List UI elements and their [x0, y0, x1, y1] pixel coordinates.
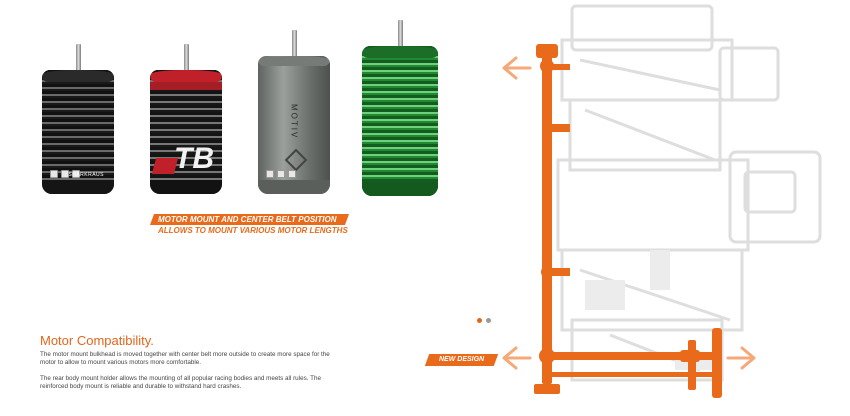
- callout-line-1: MOTOR MOUNT AND CENTER BELT POSITION: [158, 215, 337, 224]
- motor-image-red: TB: [150, 44, 222, 194]
- motor-image-black: SHARKRAUS: [42, 44, 114, 194]
- section-paragraph-2: The rear body mount holder allows the mo…: [40, 375, 321, 390]
- new-design-badge: NEW DESIGN: [424, 354, 499, 366]
- callout-line-2: ALLOWS TO MOUNT VARIOUS MOTOR LENGTHS: [158, 226, 348, 235]
- carousel-dot-2[interactable]: [486, 318, 491, 323]
- motor-image-grey: MOTIV: [258, 30, 330, 194]
- motor-mount-callout: MOTOR MOUNT AND CENTER BELT POSITION ALL…: [149, 214, 349, 236]
- brand-logo-icon: [284, 148, 308, 172]
- chassis-illustration: [502, 4, 822, 398]
- motor-image-green: [362, 20, 438, 196]
- new-design-label: NEW DESIGN: [439, 356, 485, 363]
- motor-label: MOTIV: [289, 104, 299, 140]
- carousel-dots: [477, 318, 491, 323]
- motor-label: SHARKRAUS: [68, 172, 104, 178]
- section-title: Motor Compatibility.: [40, 333, 154, 348]
- motor-label: TB: [174, 142, 214, 175]
- section-paragraph-1: The motor mount bulkhead is moved togeth…: [40, 351, 330, 366]
- carousel-dot-1[interactable]: [477, 318, 482, 323]
